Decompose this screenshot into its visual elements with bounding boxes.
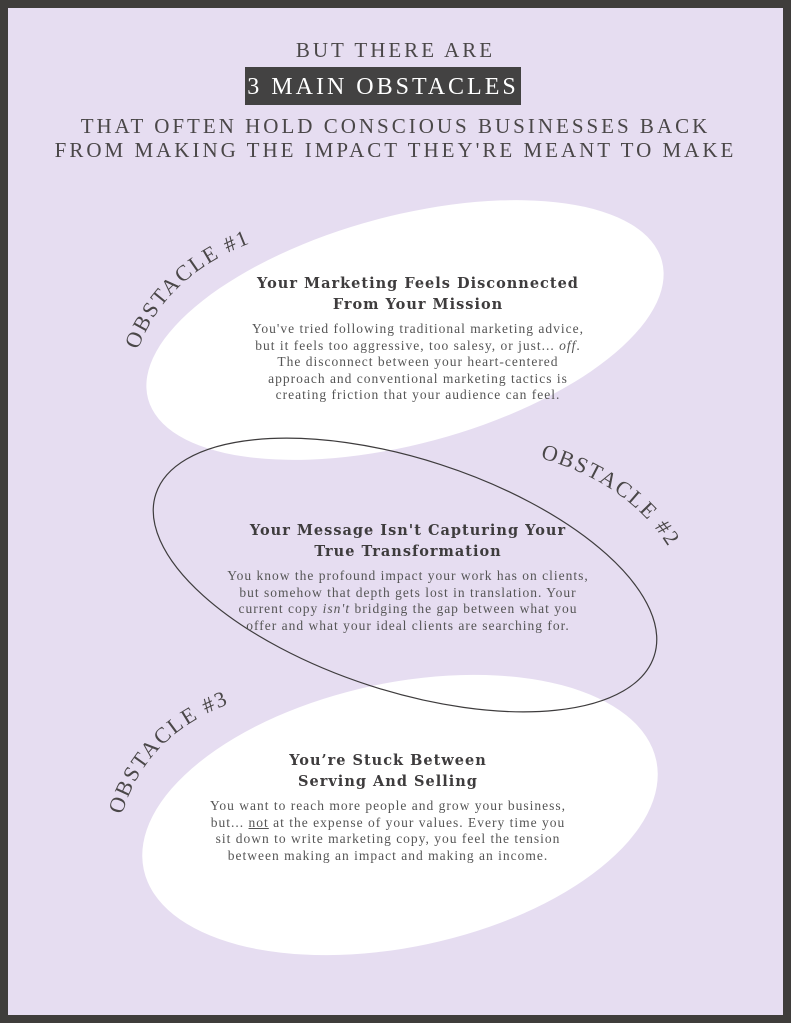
body-line: You want to reach more people and grow y… [168, 798, 608, 815]
body-line: approach and conventional marketing tact… [208, 371, 628, 388]
obstacle-2-body: You know the profound impact your work h… [188, 568, 628, 634]
body-text: . [576, 337, 581, 353]
subtitle-line-1: THAT OFTEN HOLD CONSCIOUS BUSINESSES BAC… [80, 114, 711, 138]
body-line: You know the profound impact your work h… [188, 568, 628, 585]
body-text: at the expense of your values. Every tim… [268, 814, 566, 830]
intro-line: BUT THERE ARE [295, 38, 496, 62]
obstacle-3-body: You want to reach more people and grow y… [168, 798, 608, 864]
body-line: offer and what your ideal clients are se… [188, 618, 628, 635]
body-text: approach and conventional marketing tact… [268, 370, 568, 386]
body-text: You know the profound impact your work h… [227, 568, 589, 583]
body-text: creating friction that your audience can… [275, 387, 561, 402]
body-text: The disconnect between your heart-center… [277, 354, 559, 369]
body-text: sit down to write marketing copy, you fe… [215, 831, 561, 846]
body-text: off [559, 337, 577, 353]
body-text: isn't [322, 601, 351, 616]
body-text: but it feels too aggressive, too salesy,… [255, 337, 560, 353]
body-line: but... not at the expense of your values… [168, 815, 608, 832]
body-line: but somehow that depth gets lost in tran… [188, 585, 628, 602]
bubble-obstacle-3 [142, 674, 658, 956]
body-line: but it feels too aggressive, too salesy,… [208, 338, 628, 355]
main-obstacles-badge: 3 MAIN OBSTACLES [245, 67, 521, 105]
body-line: You've tried following traditional marke… [208, 321, 628, 338]
body-text: not [248, 814, 269, 830]
subtitle-line-2: FROM MAKING THE IMPACT THEY'RE MEANT TO … [54, 138, 737, 162]
body-line: creating friction that your audience can… [208, 387, 628, 404]
bubble-obstacle-1 [146, 200, 664, 460]
body-text: offer and what your ideal clients are se… [246, 617, 570, 633]
subtitle: THAT OFTEN HOLD CONSCIOUS BUSINESSES BAC… [0, 114, 791, 162]
body-text: You want to reach more people and grow y… [209, 798, 567, 813]
body-line: The disconnect between your heart-center… [208, 354, 628, 371]
body-text: You've tried following traditional marke… [252, 321, 584, 336]
body-text: current copy [238, 601, 323, 616]
body-text: but... [210, 814, 249, 830]
body-line: between making an impact and making an i… [168, 848, 608, 865]
body-line: sit down to write marketing copy, you fe… [168, 831, 608, 848]
obstacle-1-body: You've tried following traditional marke… [208, 321, 628, 404]
body-text: bridging the gap between what you [350, 601, 578, 616]
body-text: between making an impact and making an i… [227, 847, 549, 863]
body-line: current copy isn't bridging the gap betw… [188, 601, 628, 618]
outline-obstacle-2 [152, 437, 658, 713]
body-text: but somehow that depth gets lost in tran… [239, 584, 577, 600]
